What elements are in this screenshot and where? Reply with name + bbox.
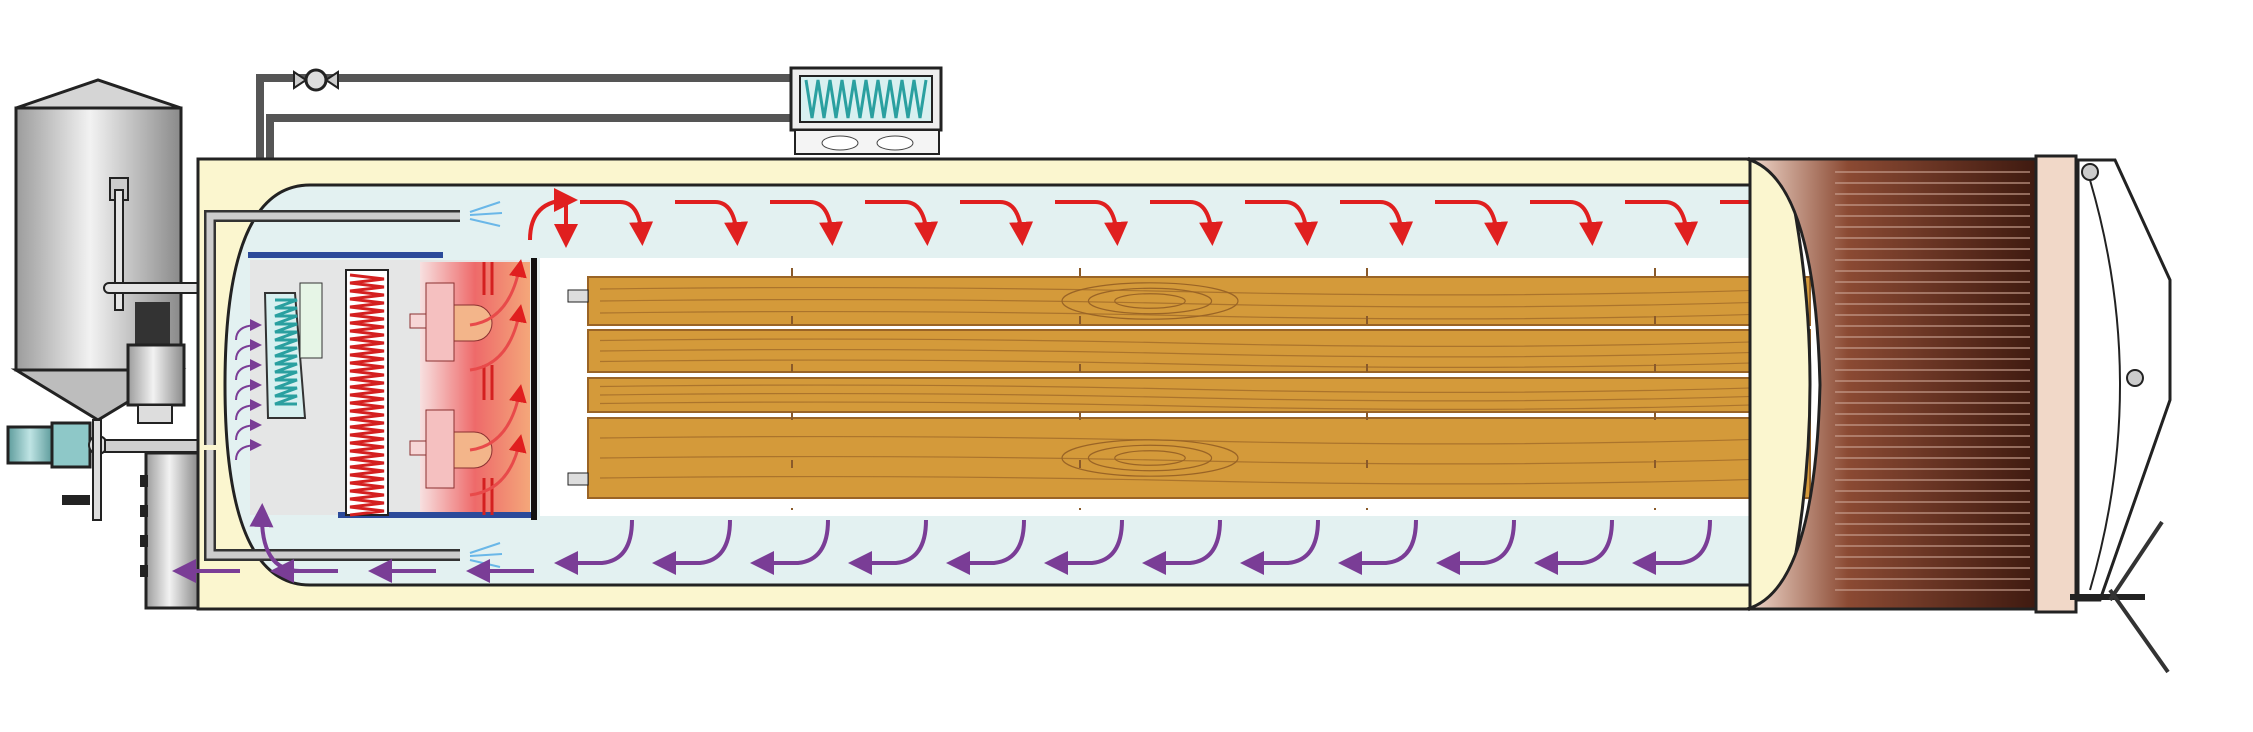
hot-air-arrow [1245,200,1319,246]
timber-stack [587,276,1811,499]
timber-stickers [567,268,1656,510]
upper-baffle [248,252,443,258]
door-ribs [1835,171,2030,591]
hot-air-arrow [960,200,1034,246]
hot-air-arrow [1435,200,1509,246]
hot-air-arrow [675,200,749,246]
hot-air-arrow [770,200,844,246]
hot-air-arrow [1625,200,1699,246]
drain-tap-icon [62,495,90,505]
return-air-arrow [1632,519,1712,575]
rail-stop [567,472,589,486]
return-air-arrow [1240,519,1320,575]
heated-air-flow [469,259,527,497]
return-air-arrow [652,519,732,575]
fan-outflow-arrow [469,304,527,372]
timber-board [587,329,1811,373]
timber-board [587,417,1811,499]
intake-arrow [235,359,262,381]
intake-arrow [235,419,262,441]
lower-baffle [338,512,535,518]
intake-arrow [235,379,262,401]
return-air-arrow [946,519,1026,575]
return-air-arrow [1534,519,1614,575]
return-air-arrow [848,519,928,575]
rail-stop [567,289,589,303]
return-air-arrow [1436,519,1516,575]
door-frame [2034,154,2078,614]
intake-arrow [235,339,262,361]
humidifier-spray-pipes [204,201,503,568]
hot-air-arrow [865,200,939,246]
condenser-coil [804,79,928,119]
hot-air-arrow [580,200,654,246]
condenser-unit [789,66,943,155]
circulation-fan-upper [409,282,493,362]
hot-air-arrow [1340,200,1414,246]
hot-air-arrow [528,188,578,241]
valve-icon [293,68,339,92]
door-lock-handle[interactable] [2108,520,2170,674]
intake-arrow [235,399,262,421]
expansion-valve [299,282,323,359]
circulation-motor [6,419,108,521]
hinged-door-leaf [2070,158,2172,674]
hot-air-arrow [1055,200,1129,246]
control-box [140,451,200,610]
intake-arrow [235,439,262,461]
intake-arrow [235,319,262,341]
latch-icon [2126,369,2144,387]
heating-coil-element [349,273,385,517]
hinge-icon [2081,163,2099,181]
fan-outflow-arrow [469,384,527,452]
fan-wall [531,258,537,520]
return-air-arrow [1044,519,1124,575]
return-air-arrow [750,519,830,575]
condenser-fan-housing [794,129,940,155]
return-air-arrow [249,503,301,573]
hot-air-arrow [1150,200,1224,246]
dehumidifier-intake-arrows [235,319,262,461]
fan-outflow-arrow [469,259,527,327]
pump [126,302,186,424]
timber-board [587,276,1811,326]
return-air-arrows [172,503,1712,583]
heating-compartment [248,252,537,520]
fan-drive-shaft-icon [482,262,494,515]
fan-outflow-arrow [469,434,527,497]
hot-air-arrow [1530,200,1604,246]
timber-board [587,377,1811,413]
return-air-arrow [554,519,634,575]
return-air-arrow [1338,519,1418,575]
return-air-arrow [1142,519,1222,575]
